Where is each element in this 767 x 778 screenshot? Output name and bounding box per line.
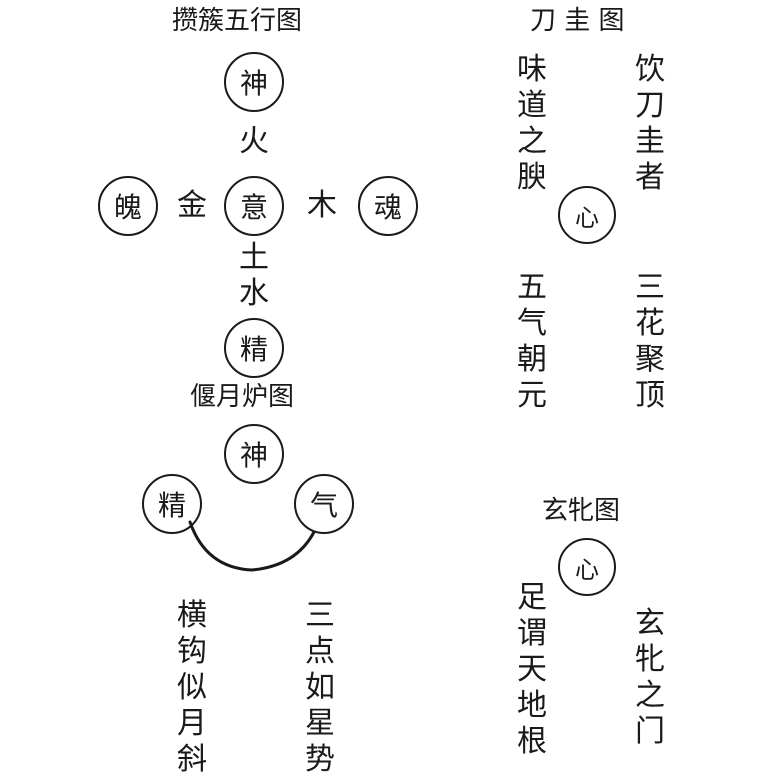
yanyue-shen-circle: 神 xyxy=(224,424,284,484)
daogui-xin-circle: 心 xyxy=(558,186,616,244)
xuanpin-title: 玄牝图 xyxy=(542,496,621,526)
wuxing-jing-circle: 精 xyxy=(224,318,284,378)
xuanpin-right-text: 玄牝之门 xyxy=(635,606,665,749)
xuanpin-left-text: 足谓天地根 xyxy=(517,580,547,759)
wuxing-fire-label: 火 xyxy=(239,124,269,159)
wuxing-yi-circle: 意 xyxy=(224,176,284,236)
wuxing-wood-label: 木 xyxy=(307,188,337,223)
wuxing-metal-label: 金 xyxy=(177,188,207,223)
wuxing-hun-circle: 魂 xyxy=(358,176,418,236)
daogui-title: 刀 圭 图 xyxy=(530,6,625,36)
wuxing-earth-label: 土 xyxy=(239,240,269,275)
yanyue-left-caption: 横钩似月斜 xyxy=(177,598,207,777)
wuxing-shen-circle: 神 xyxy=(224,52,284,112)
xuanpin-xin-circle: 心 xyxy=(558,538,616,596)
yanyue-title: 偃月炉图 xyxy=(190,382,295,412)
wuxing-title: 攒簇五行图 xyxy=(172,6,303,36)
daogui-upper-left-text: 味道之腴 xyxy=(517,52,547,195)
wuxing-water-label: 水 xyxy=(239,276,269,311)
daogui-lower-right-text: 三花聚顶 xyxy=(635,270,665,413)
yanyue-qi-circle: 气 xyxy=(294,474,354,534)
yanyue-right-caption: 三点如星势 xyxy=(305,598,335,777)
wuxing-po-circle: 魄 xyxy=(98,176,158,236)
yanyue-jing-circle: 精 xyxy=(142,474,202,534)
daogui-lower-left-text: 五气朝元 xyxy=(517,270,547,413)
daogui-upper-right-text: 饮刀圭者 xyxy=(635,52,665,195)
